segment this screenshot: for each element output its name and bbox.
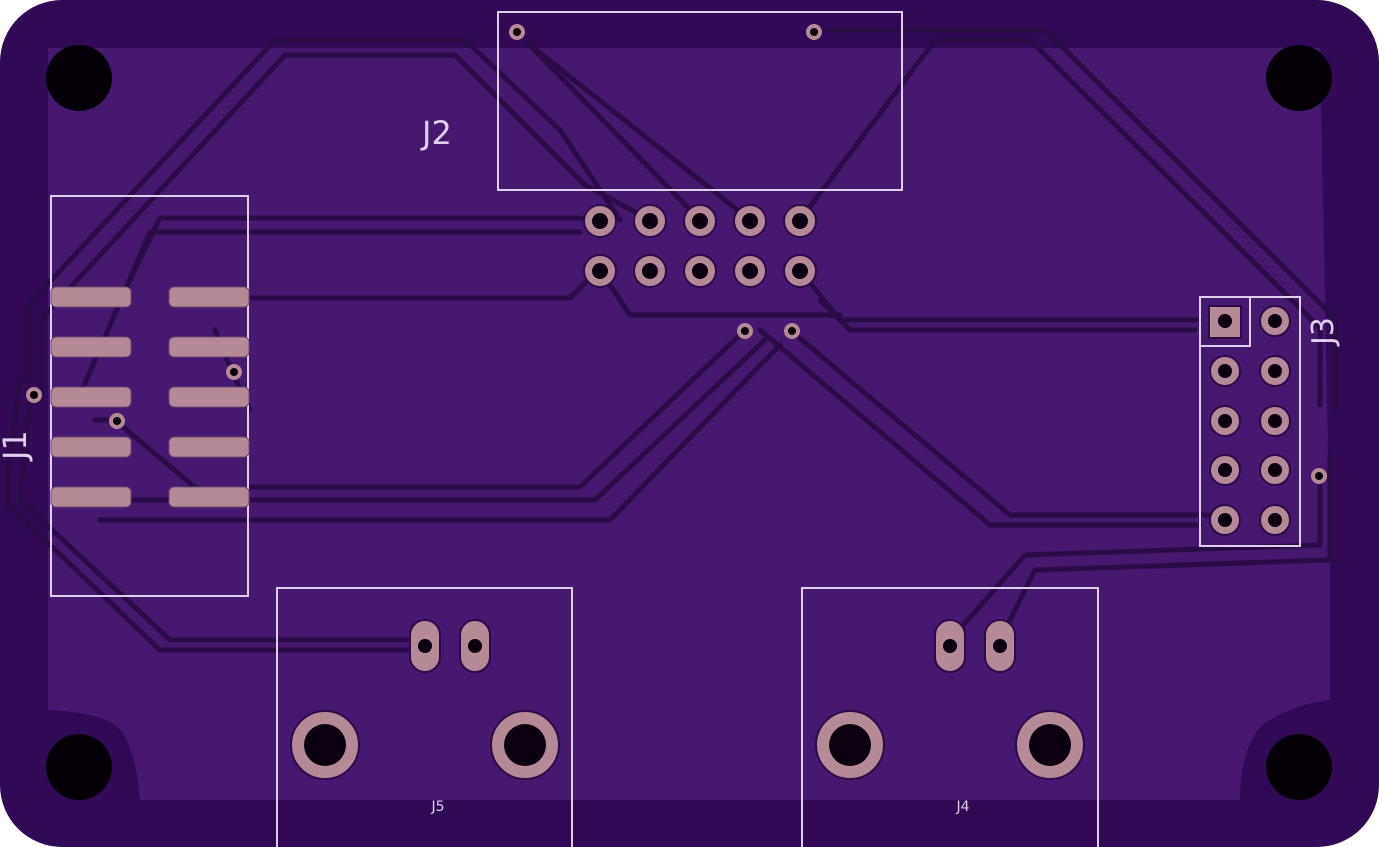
j5-label: J5 — [430, 799, 444, 815]
square-pad — [1208, 305, 1242, 339]
mounting-hole-top-right — [1266, 45, 1332, 111]
smd-pad — [168, 436, 250, 458]
j5-dc-jack: J5 — [276, 587, 573, 847]
smd-pad — [168, 336, 250, 358]
j2-pads — [583, 204, 817, 288]
trace — [787, 327, 1223, 518]
trace — [17, 397, 413, 643]
trace — [997, 452, 1333, 643]
j3-pin1-marker — [1199, 296, 1251, 347]
trace — [512, 27, 703, 223]
j2-silkscreen-outline — [497, 11, 903, 191]
smd-pad — [168, 386, 250, 408]
mounting-hole-bottom-left — [46, 734, 112, 800]
smd-pad — [50, 286, 132, 308]
vias — [26, 24, 1327, 484]
j4-label: J4 — [955, 799, 969, 815]
copper-pour — [48, 48, 1330, 800]
j3-label: J3 — [1306, 317, 1341, 347]
smd-pad — [50, 486, 132, 508]
trace — [947, 467, 1323, 643]
smd-pad — [50, 436, 132, 458]
trace — [97, 342, 783, 523]
j4-silkscreen-outline — [801, 587, 1099, 847]
j4-dc-jack: J4 — [801, 587, 1099, 847]
j3-pads — [1208, 305, 1291, 536]
mounting-holes — [46, 45, 1332, 800]
j5-silkscreen-outline — [276, 587, 573, 847]
trace — [817, 297, 1198, 333]
mounting-hole-top-left — [46, 45, 112, 111]
j2-label: J2 — [420, 114, 452, 152]
smd-pad — [50, 386, 132, 408]
j1-label: J1 — [0, 430, 34, 462]
trace — [25, 37, 623, 393]
trace — [757, 327, 1203, 528]
trace — [812, 27, 1338, 413]
trace — [797, 37, 1323, 408]
smd-pad — [50, 336, 132, 358]
j1-pads — [50, 286, 250, 508]
smd-pad — [168, 486, 250, 508]
trace — [597, 267, 843, 318]
smd-pad — [168, 286, 250, 308]
trace — [5, 377, 423, 653]
trace — [247, 327, 748, 490]
trace — [117, 337, 768, 503]
mounting-hole-bottom-right — [1266, 734, 1332, 800]
